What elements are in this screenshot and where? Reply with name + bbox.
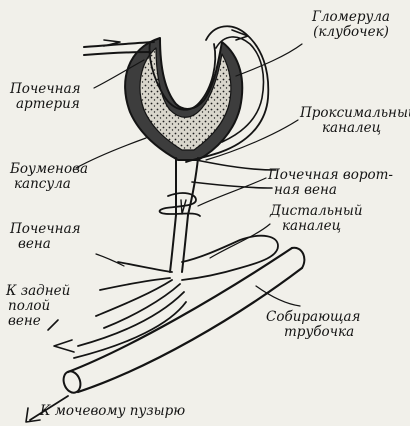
label-bowman-capsule-line-2: капсула	[10, 177, 88, 192]
tubule-lower-right	[182, 215, 188, 272]
renal-vein-upper	[118, 262, 172, 272]
label-glomerulus: Гломерула (клубочек)	[312, 10, 390, 40]
label-proximal-tubule-line-2: каналец	[300, 121, 410, 136]
leader-glomerulus	[236, 44, 302, 76]
peritubular-coil	[160, 193, 200, 216]
label-collecting-duct-line-2: трубочка	[266, 325, 360, 340]
label-distal-tubule: Дистальный каналец	[270, 204, 363, 234]
tubule-lower-left	[170, 215, 176, 272]
leader-renal-vein	[96, 254, 124, 266]
label-posterior-vena-cava-line-2: полой	[6, 299, 70, 314]
renal-portal-vein-line	[196, 160, 276, 170]
vena-arrow-1	[54, 340, 74, 352]
label-distal-tubule-line-1: Дистальный	[270, 204, 363, 219]
vena-branch-4	[74, 302, 186, 358]
renal-portal-vein-line-2	[192, 182, 272, 188]
label-collecting-duct-line-1: Собирающая	[266, 310, 360, 325]
label-renal-vein: Почечная вена	[10, 222, 81, 252]
label-renal-portal-vein-line-2: ная вена	[268, 183, 393, 198]
label-proximal-tubule-line-1: Проксимальный	[300, 106, 410, 121]
label-renal-artery: Почечная артерия	[10, 82, 81, 112]
collecting-duct-cap	[292, 248, 304, 268]
label-glomerulus-line-1: Гломерула	[312, 10, 390, 25]
neck-tubule-right	[188, 158, 198, 215]
label-distal-tubule-line-2: каналец	[270, 219, 363, 234]
label-renal-artery-line-1: Почечная	[10, 82, 81, 97]
label-posterior-vena-cava: К задней полой вене	[6, 284, 70, 329]
leader-portal	[198, 178, 266, 206]
label-renal-artery-line-2: артерия	[10, 97, 81, 112]
leader-distal	[210, 224, 270, 258]
label-bowman-capsule-line-1: Боуменова	[10, 162, 88, 177]
label-posterior-vena-cava-line-1: К задней	[6, 284, 70, 299]
label-collecting-duct: Собирающая трубочка	[266, 310, 360, 340]
label-glomerulus-line-2: (клубочек)	[312, 25, 390, 40]
label-renal-vein-line-1: Почечная	[10, 222, 81, 237]
label-renal-portal-vein-line-1: Почечная ворот-	[268, 168, 393, 183]
distal-tubule	[182, 236, 278, 280]
label-posterior-vena-cava-line-3: вене	[6, 314, 70, 329]
label-proximal-tubule: Проксимальный каналец	[300, 106, 410, 136]
label-to-bladder: К мочевому пузырю	[40, 404, 185, 419]
label-bowman-capsule: Боуменова капсула	[10, 162, 88, 192]
efferent-arrow	[232, 30, 248, 40]
label-renal-portal-vein: Почечная ворот- ная вена	[268, 168, 393, 198]
label-renal-vein-line-2: вена	[10, 237, 81, 252]
